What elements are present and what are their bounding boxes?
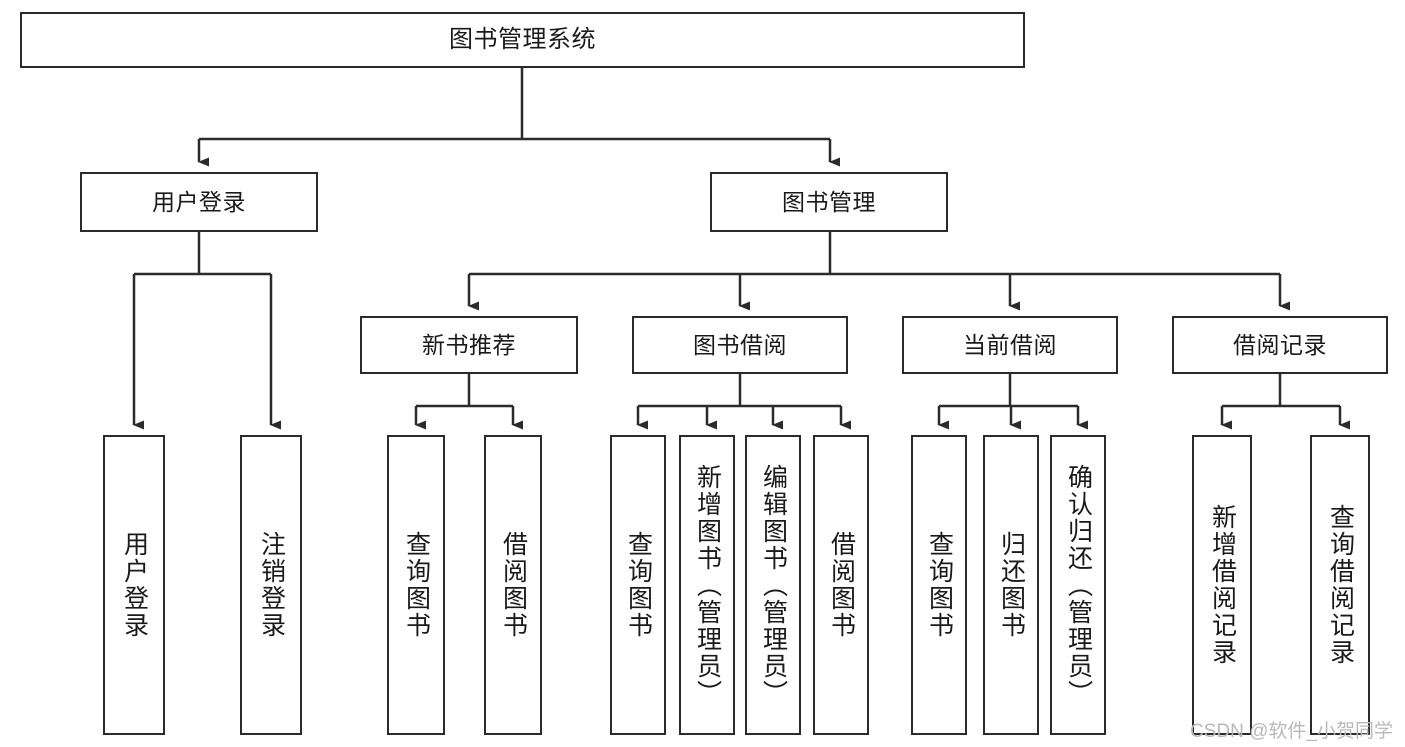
node-new-book-recommend[interactable]: 新书推荐 — [360, 316, 578, 374]
node-user-login[interactable]: 用户登录 — [80, 172, 318, 232]
node-label: 新书推荐 — [422, 331, 516, 358]
node-leaf-confirm-return-admin[interactable]: 确认归还（管理员） — [1050, 435, 1106, 735]
node-label: 查询图书 — [402, 531, 431, 639]
node-book-borrow[interactable]: 图书借阅 — [632, 316, 848, 374]
csdn-watermark: CSDN @软件_小贺同学 — [1190, 721, 1393, 742]
node-leaf-query-book-2[interactable]: 查询图书 — [610, 435, 666, 735]
node-label: 编辑图书（管理员） — [759, 463, 788, 707]
node-label: 注销登录 — [257, 531, 286, 639]
node-label: 新增借阅记录 — [1208, 504, 1237, 666]
node-leaf-borrow-book-2[interactable]: 借阅图书 — [813, 435, 869, 735]
node-leaf-query-book-3[interactable]: 查询图书 — [911, 435, 967, 735]
node-label: 图书管理系统 — [449, 26, 596, 53]
node-label: 借阅记录 — [1233, 331, 1327, 358]
node-leaf-borrow-book-1[interactable]: 借阅图书 — [484, 435, 542, 735]
node-label: 归还图书 — [997, 531, 1026, 639]
node-leaf-add-book-admin[interactable]: 新增图书（管理员） — [679, 435, 735, 735]
node-label: 确认归还（管理员） — [1064, 463, 1093, 707]
node-label: 借阅图书 — [827, 531, 856, 639]
node-label: 图书借阅 — [693, 331, 787, 358]
node-label: 查询图书 — [925, 531, 954, 639]
node-label: 查询图书 — [624, 531, 653, 639]
node-label: 当前借阅 — [963, 331, 1057, 358]
node-leaf-query-borrow-record[interactable]: 查询借阅记录 — [1310, 435, 1370, 735]
node-current-borrow[interactable]: 当前借阅 — [902, 316, 1118, 374]
node-system-root[interactable]: 图书管理系统 — [20, 12, 1025, 68]
node-leaf-logout-login[interactable]: 注销登录 — [240, 435, 302, 735]
node-label: 用户登录 — [152, 188, 246, 215]
node-label: 借阅图书 — [499, 531, 528, 639]
node-label: 用户登录 — [120, 531, 149, 639]
node-leaf-edit-book-admin[interactable]: 编辑图书（管理员） — [745, 435, 801, 735]
node-label: 查询借阅记录 — [1326, 504, 1355, 666]
node-leaf-return-book[interactable]: 归还图书 — [983, 435, 1039, 735]
node-leaf-query-book-1[interactable]: 查询图书 — [387, 435, 445, 735]
node-label: 图书管理 — [782, 188, 876, 215]
node-label: 新增图书（管理员） — [693, 463, 722, 707]
node-leaf-add-borrow-record[interactable]: 新增借阅记录 — [1192, 435, 1252, 735]
node-borrow-record[interactable]: 借阅记录 — [1172, 316, 1388, 374]
node-book-manage[interactable]: 图书管理 — [710, 172, 948, 232]
node-leaf-user-login[interactable]: 用户登录 — [103, 435, 165, 735]
